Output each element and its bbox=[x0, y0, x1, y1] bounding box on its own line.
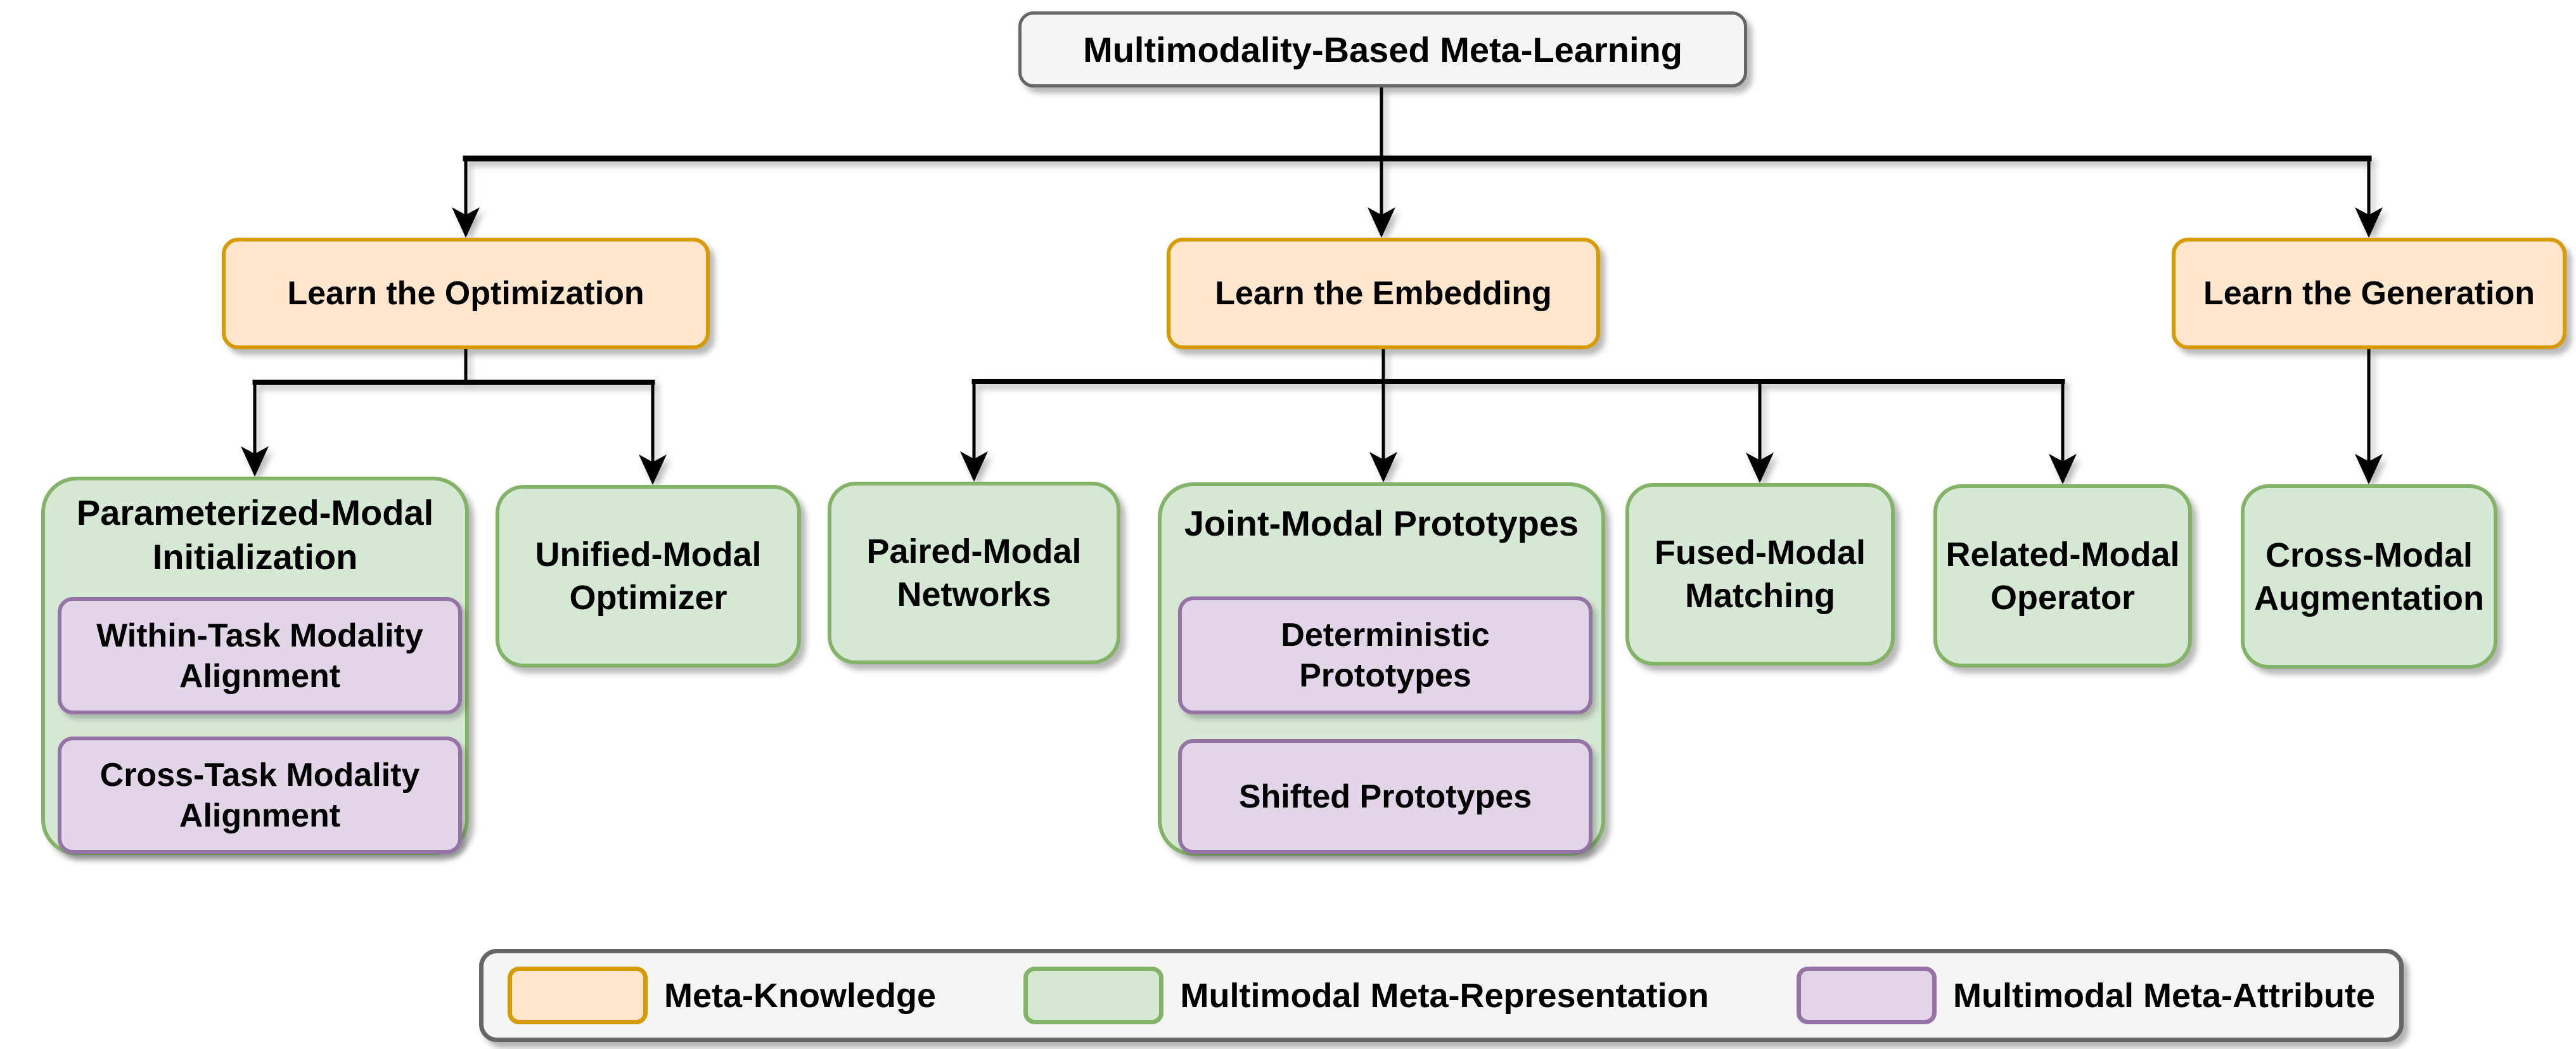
group-parameterized-modal-initialization: Parameterized-Modal Initialization Withi… bbox=[41, 477, 469, 855]
legend-swatch-multimodal-meta-representation bbox=[1023, 967, 1164, 1024]
group-title-joint-modal-prototypes: Joint-Modal Prototypes bbox=[1184, 503, 1579, 543]
legend-swatch-meta-knowledge bbox=[508, 967, 648, 1024]
legend-item-multimodal-meta-attribute: Multimodal Meta-Attribute bbox=[1797, 967, 2375, 1024]
legend-item-meta-knowledge: Meta-Knowledge bbox=[508, 967, 936, 1024]
node-related-modal-operator: Related-Modal Operator bbox=[1933, 484, 2192, 667]
node-unified-modal-optimizer: Unified-Modal Optimizer bbox=[496, 485, 801, 667]
node-learn-the-embedding: Learn the Embedding bbox=[1167, 238, 1600, 349]
node-cross-task-modality-alignment: Cross-Task Modality Alignment bbox=[58, 737, 462, 854]
legend-label-meta-knowledge: Meta-Knowledge bbox=[664, 976, 937, 1015]
legend-label-multimodal-meta-representation: Multimodal Meta-Representation bbox=[1180, 976, 1709, 1015]
legend: Meta-Knowledge Multimodal Meta-Represent… bbox=[479, 949, 2404, 1042]
legend-swatch-multimodal-meta-attribute bbox=[1797, 967, 1937, 1024]
node-cross-modal-augmentation: Cross-Modal Augmentation bbox=[2241, 484, 2497, 669]
node-shifted-prototypes: Shifted Prototypes bbox=[1178, 739, 1592, 854]
node-paired-modal-networks: Paired-Modal Networks bbox=[828, 482, 1120, 664]
node-learn-the-generation: Learn the Generation bbox=[2172, 238, 2566, 349]
group-joint-modal-prototypes: Joint-Modal Prototypes Deterministic Pro… bbox=[1158, 482, 1605, 856]
legend-item-multimodal-meta-representation: Multimodal Meta-Representation bbox=[1023, 967, 1709, 1024]
group-title-parameterized-modal-initialization: Parameterized-Modal Initialization bbox=[76, 492, 434, 577]
node-learn-the-optimization: Learn the Optimization bbox=[222, 238, 710, 349]
node-fused-modal-matching: Fused-Modal Matching bbox=[1625, 483, 1895, 666]
node-multimodality-based-meta-learning: Multimodality-Based Meta-Learning bbox=[1018, 11, 1747, 87]
node-within-task-modality-alignment: Within-Task Modality Alignment bbox=[58, 597, 462, 714]
legend-label-multimodal-meta-attribute: Multimodal Meta-Attribute bbox=[1953, 976, 2375, 1015]
node-deterministic-prototypes: Deterministic Prototypes bbox=[1178, 596, 1592, 714]
